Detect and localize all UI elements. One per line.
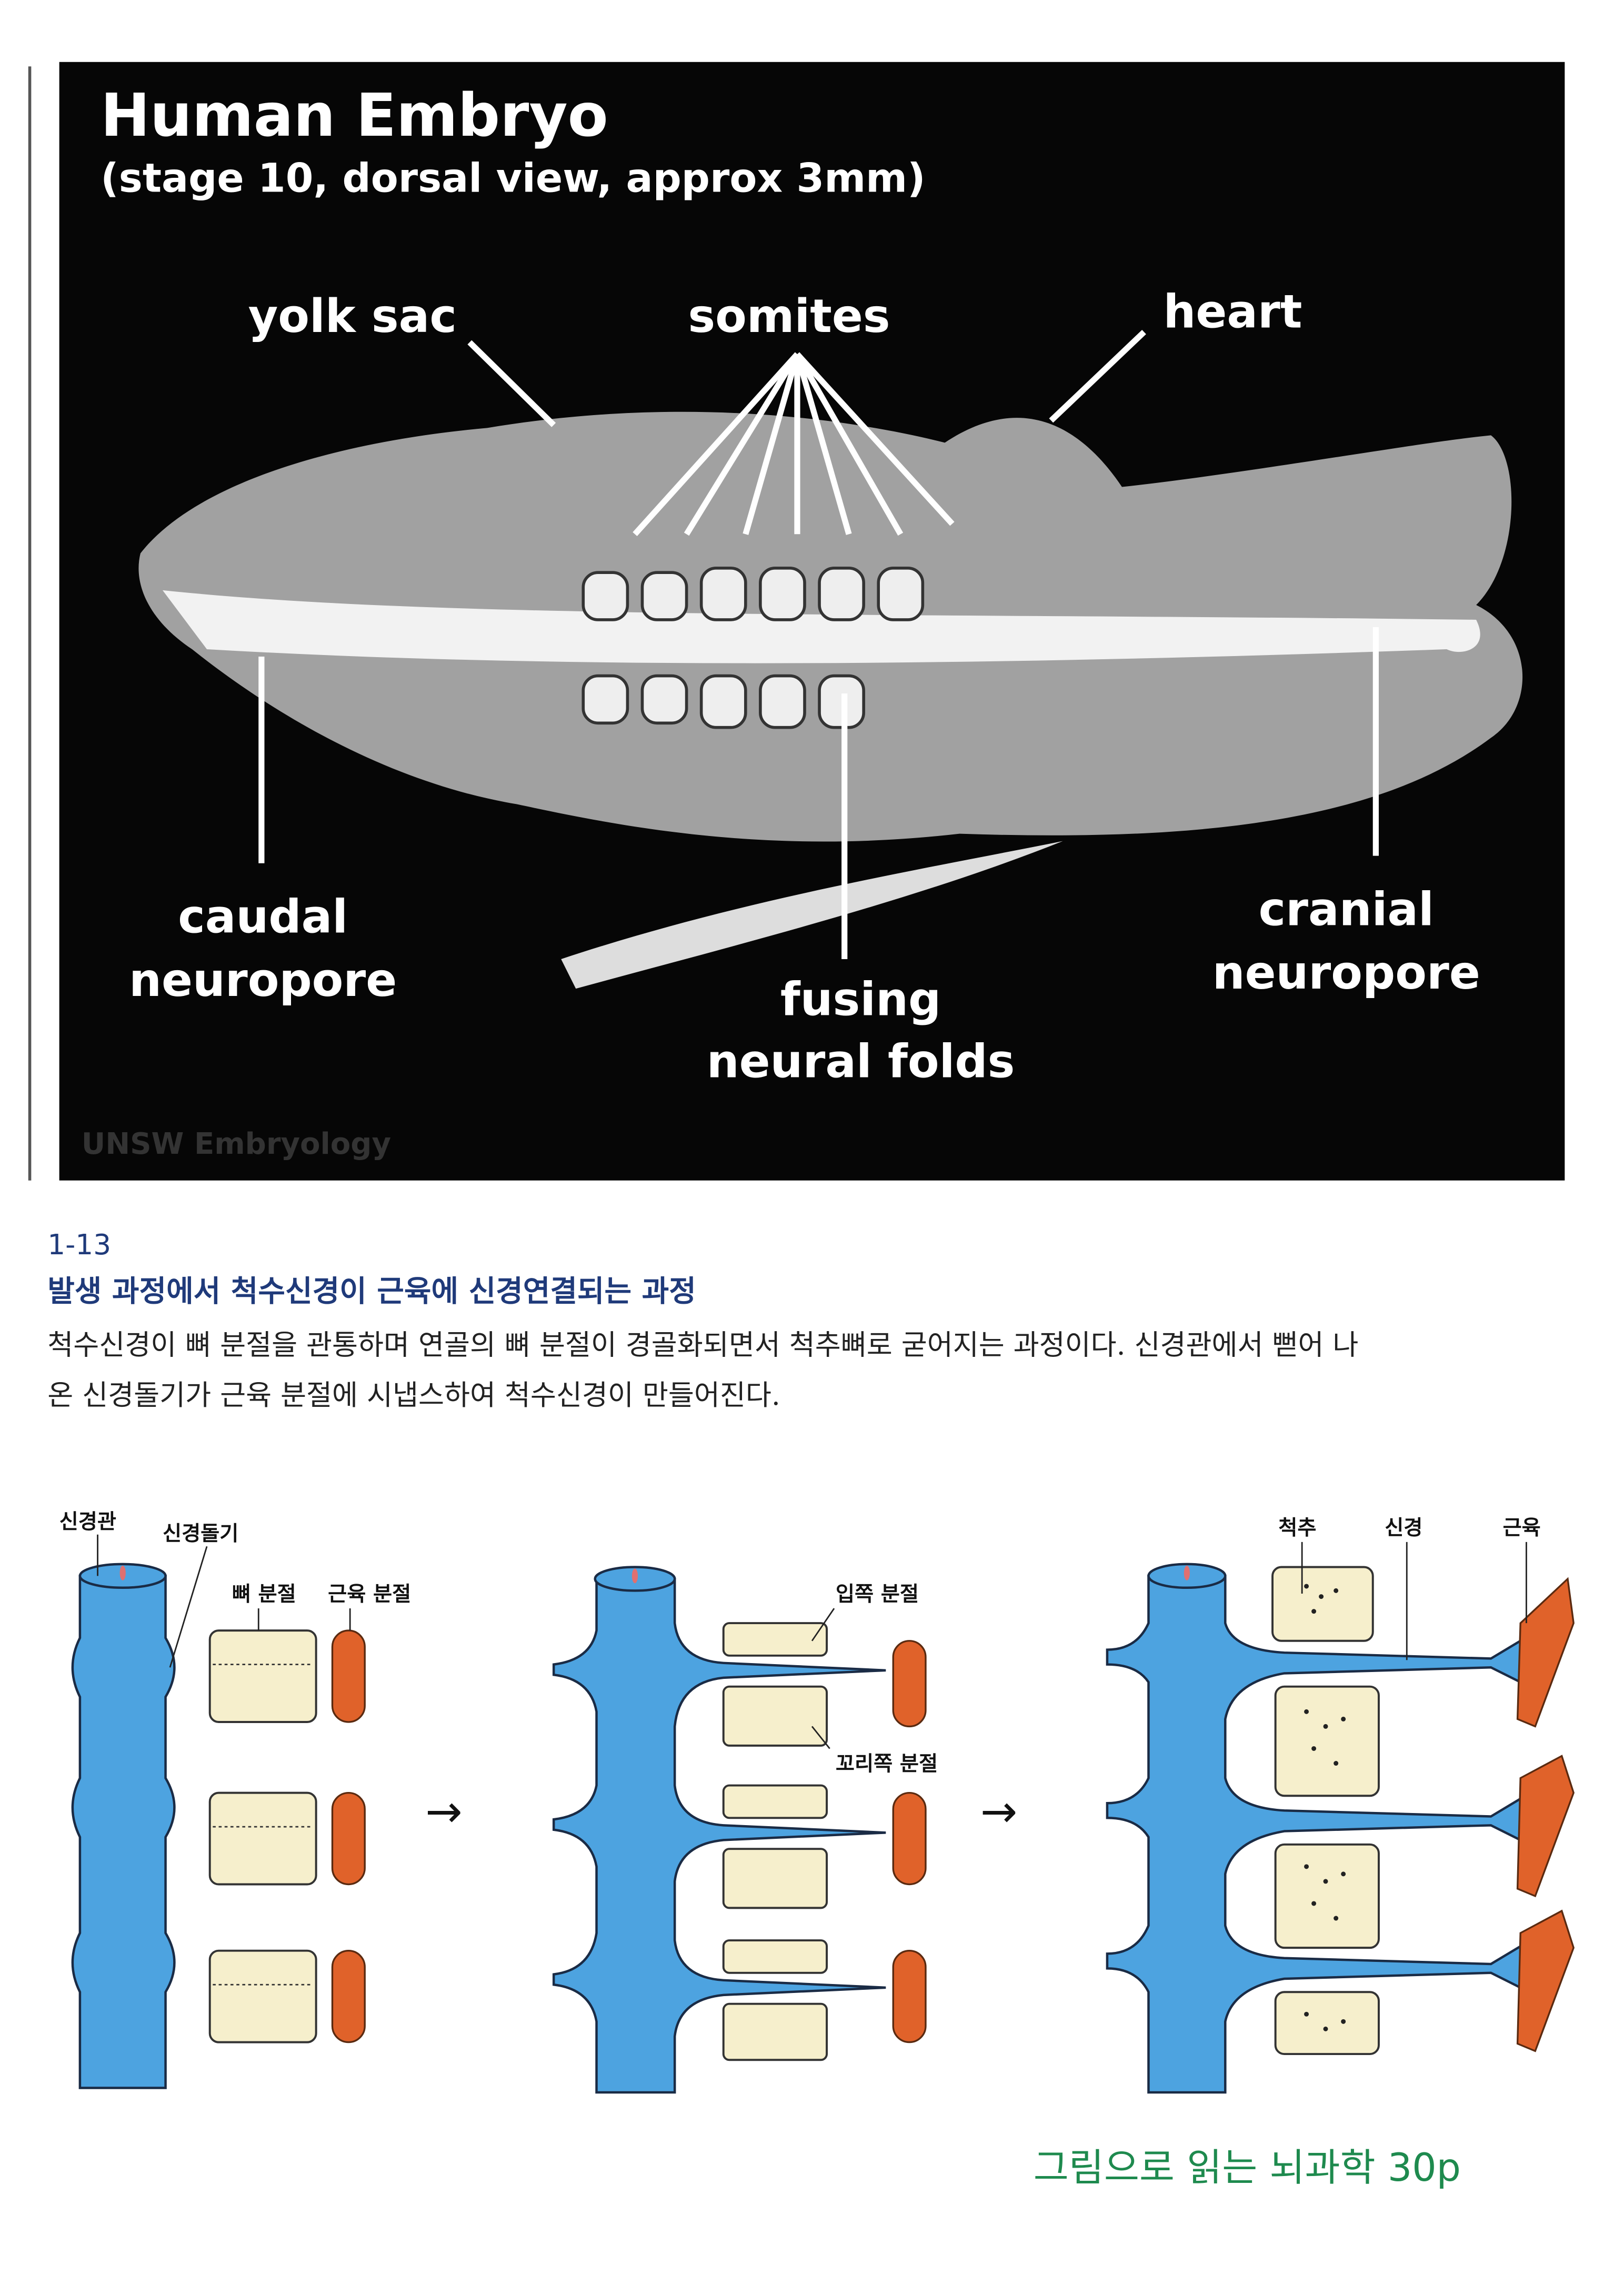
arrow-1-to-2: → [425,1786,462,1837]
label-neurite: 신경돌기 [163,1522,238,1546]
pointer-arrows [258,329,1379,960]
photo-title: Human Embryo [101,82,608,150]
label-neural-folds: neural folds [707,1034,1015,1088]
muscle-segments [892,1640,927,2043]
label-nerve: 신경 [1385,1516,1422,1540]
watermark: UNSW Embryology [82,1127,391,1161]
label-muscle: 근육 [1503,1516,1541,1540]
label-spine: 척추 [1278,1516,1316,1540]
source-note: 그림으로 읽는 뇌과학 30p [1034,2146,1461,2190]
diagram-panel-1: 신경관 신경돌기 뼈 분절 근육 분절 [59,1510,411,2089]
figure-number: 1-13 [47,1228,111,1261]
label-neuropore-cranial: neuropore [1212,946,1480,1000]
label-neural-tube: 신경관 [59,1510,116,1534]
label-yolk-sac: yolk sac [248,289,457,343]
bone-segments [208,1629,317,2043]
embryo-photo: Human Embryo (stage 10, dorsal view, app… [28,62,1565,1181]
arrow-2-to-3: → [980,1786,1018,1837]
vertebrae [1271,1566,1380,2056]
label-rostral-segment: 입쪽 분절 [836,1583,919,1606]
figure-body-line-2: 온 신경돌기가 근육 분절에 시냅스하여 척수신경이 만들어진다. [47,1379,780,1412]
label-caudal-segment: 꼬리쪽 분절 [836,1753,938,1776]
label-cranial: cranial [1259,883,1434,936]
bone-halves [722,1622,828,2061]
label-heart: heart [1164,285,1302,339]
figure-body-line-1: 척수신경이 뼈 분절을 관통하며 연골의 뼈 분절이 경골화되면서 척추뼈로 굳… [47,1329,1358,1362]
diagram-panel-2: 입쪽 분절 꼬리쪽 분절 [552,1566,938,2094]
label-neuropore-caudal: neuropore [129,953,397,1007]
label-somites: somites [688,289,890,343]
somites [582,566,925,729]
muscle-segments [331,1629,366,2043]
label-bone-segment: 뼈 분절 [232,1583,296,1606]
label-fusing: fusing [780,973,941,1026]
label-caudal: caudal [178,890,348,944]
diagram-panel-3: 척추 신경 근육 [1106,1516,1575,2094]
muscles [1516,1577,1575,2052]
label-muscle-segment: 근육 분절 [328,1583,411,1606]
photo-subtitle: (stage 10, dorsal view, approx 3mm) [101,155,925,202]
figure-title: 발생 과정에서 척수신경이 근육에 신경연결되는 과정 [47,1275,696,1309]
